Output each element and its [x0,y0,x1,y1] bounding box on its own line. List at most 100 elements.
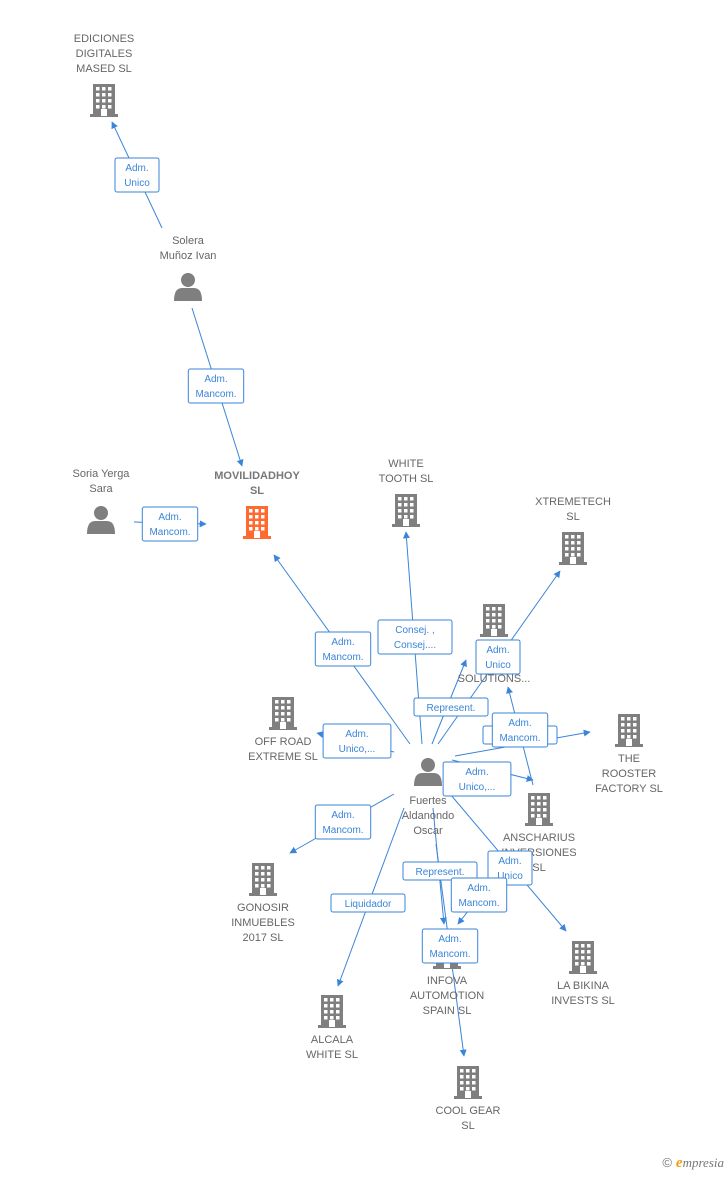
node-label: EXTREME SL [248,751,318,763]
node-label: 2017 SL [243,932,284,944]
edge-label-box[interactable]: Adm.Mancom. [314,631,372,667]
company-building-icon [525,793,553,826]
edge-label-text: Mancom. [322,825,363,836]
edge-label-text: Adm. [331,810,354,821]
edge-label-frame [475,639,521,675]
edge-label-box[interactable]: Adm.Unico [475,639,521,675]
node-label: FACTORY SL [595,783,663,795]
edge-label-frame [450,877,508,913]
edge-label-box[interactable]: Adm.Mancom. [491,712,549,748]
edge-label-text: Mancom. [429,949,470,960]
node-label: INMUEBLES [231,917,295,929]
company-building-icon [559,532,587,565]
edge-label-text: Consej.... [394,640,436,651]
company-building-icon [90,84,118,117]
edge-label-box[interactable]: Adm.Unico [487,850,533,886]
edge-label-text: Unico,... [459,782,496,793]
edges-layer [111,121,591,1057]
empresia-logo-text: mpresia [682,1155,724,1170]
edge-label-box[interactable]: Adm.Mancom. [450,877,508,913]
empresia-logo-initial: e [675,1155,683,1171]
edge-label-box[interactable]: Represent. [402,861,478,881]
node-label: Fuertes [409,795,447,807]
node-label: ALCALA [311,1034,354,1046]
edge-label-frame [314,804,372,840]
node-label: SL [566,511,579,523]
node-label: THE [618,753,640,765]
node-label: GONOSIR [237,902,289,914]
edge-label-text: Mancom. [322,652,363,663]
edge-label-box[interactable]: Represent. [413,697,489,717]
company-building-icon [318,995,346,1028]
edge-label-frame [402,861,478,881]
edge-label-text: Mancom. [458,898,499,909]
node-label: WHITE [388,458,423,470]
company-building-icon [249,863,277,896]
node-label: EDICIONES [74,33,135,45]
node-label: XTREMETECH [535,496,611,508]
edge-label-box[interactable]: Adm.Unico [114,157,160,193]
edge-label-text: Mancom. [149,527,190,538]
edge-label-frame [187,368,245,404]
node-label: AUTOMOTION [410,990,484,1002]
edge-label-text: Consej. , [395,625,434,636]
edge-label-text: Unico [485,660,511,671]
node-label: SOLUTIONS... [458,673,531,685]
company-building-icon [454,1066,482,1099]
edge-label-text: Adm. [508,718,531,729]
edge-label-text: Adm. [465,767,488,778]
edge-label-text: Unico,... [339,744,376,755]
edge-labels-layer: Adm.UnicoAdm.Mancom.Adm.Mancom.Adm.Manco… [114,157,558,964]
company-building-icon [269,697,297,730]
node-coolgear[interactable]: COOL GEAR SL [436,1066,501,1132]
empresia-credit: ©empresia [662,1155,724,1172]
edge-label-box[interactable]: Adm.Mancom. [421,928,479,964]
node-label: Muñoz Ivan [160,250,217,262]
node-label: COOL GEAR [436,1105,501,1117]
edge-label-box[interactable]: Adm. Unico,... [442,761,512,797]
edge-label-box[interactable]: Adm.Mancom. [187,368,245,404]
edge-label-box[interactable]: Consej. , Consej.... [377,619,453,655]
company-building-icon [480,604,508,637]
node-label: Soria Yerga [73,468,131,480]
node-label: INVESTS SL [551,995,615,1007]
node-label: SL [461,1120,474,1132]
edge-label-frame [322,723,392,759]
edge-label-box[interactable]: Adm. Mancom. [314,804,372,840]
node-gonosir[interactable]: GONOSIR INMUEBLES 2017 SL [231,863,295,944]
node-label: MASED SL [76,63,132,75]
edge-label-frame [487,850,533,886]
edge-label-box[interactable]: Adm.Unico,... [322,723,392,759]
edge-label-frame [114,157,160,193]
company-main-icon [243,506,271,539]
company-building-icon [615,714,643,747]
node-offroad[interactable]: OFF ROAD EXTREME SL [248,697,318,763]
edge-label-text: Adm. [204,374,227,385]
person-icon [414,758,442,786]
edge-label-box[interactable]: Liquidador [330,893,406,913]
node-label: MOVILIDADHOY [214,470,300,482]
node-label: INFOVA [427,975,468,987]
node-idsolutions[interactable]: IDSOLUTIONS... [458,604,531,685]
node-label: OFF ROAD [255,736,312,748]
edge-label-text: Represent. [427,703,476,714]
edge-label-box[interactable]: Adm. Mancom. [141,506,199,542]
edge-label-text: Represent. [416,867,465,878]
edge-label-frame [141,506,199,542]
edge-label-text: Adm. [158,512,181,523]
node-xtremetech[interactable]: XTREMETECH SL [535,496,611,565]
edge-label-frame [413,697,489,717]
node-label: Aldanondo [402,810,455,822]
edge-label-frame [442,761,512,797]
